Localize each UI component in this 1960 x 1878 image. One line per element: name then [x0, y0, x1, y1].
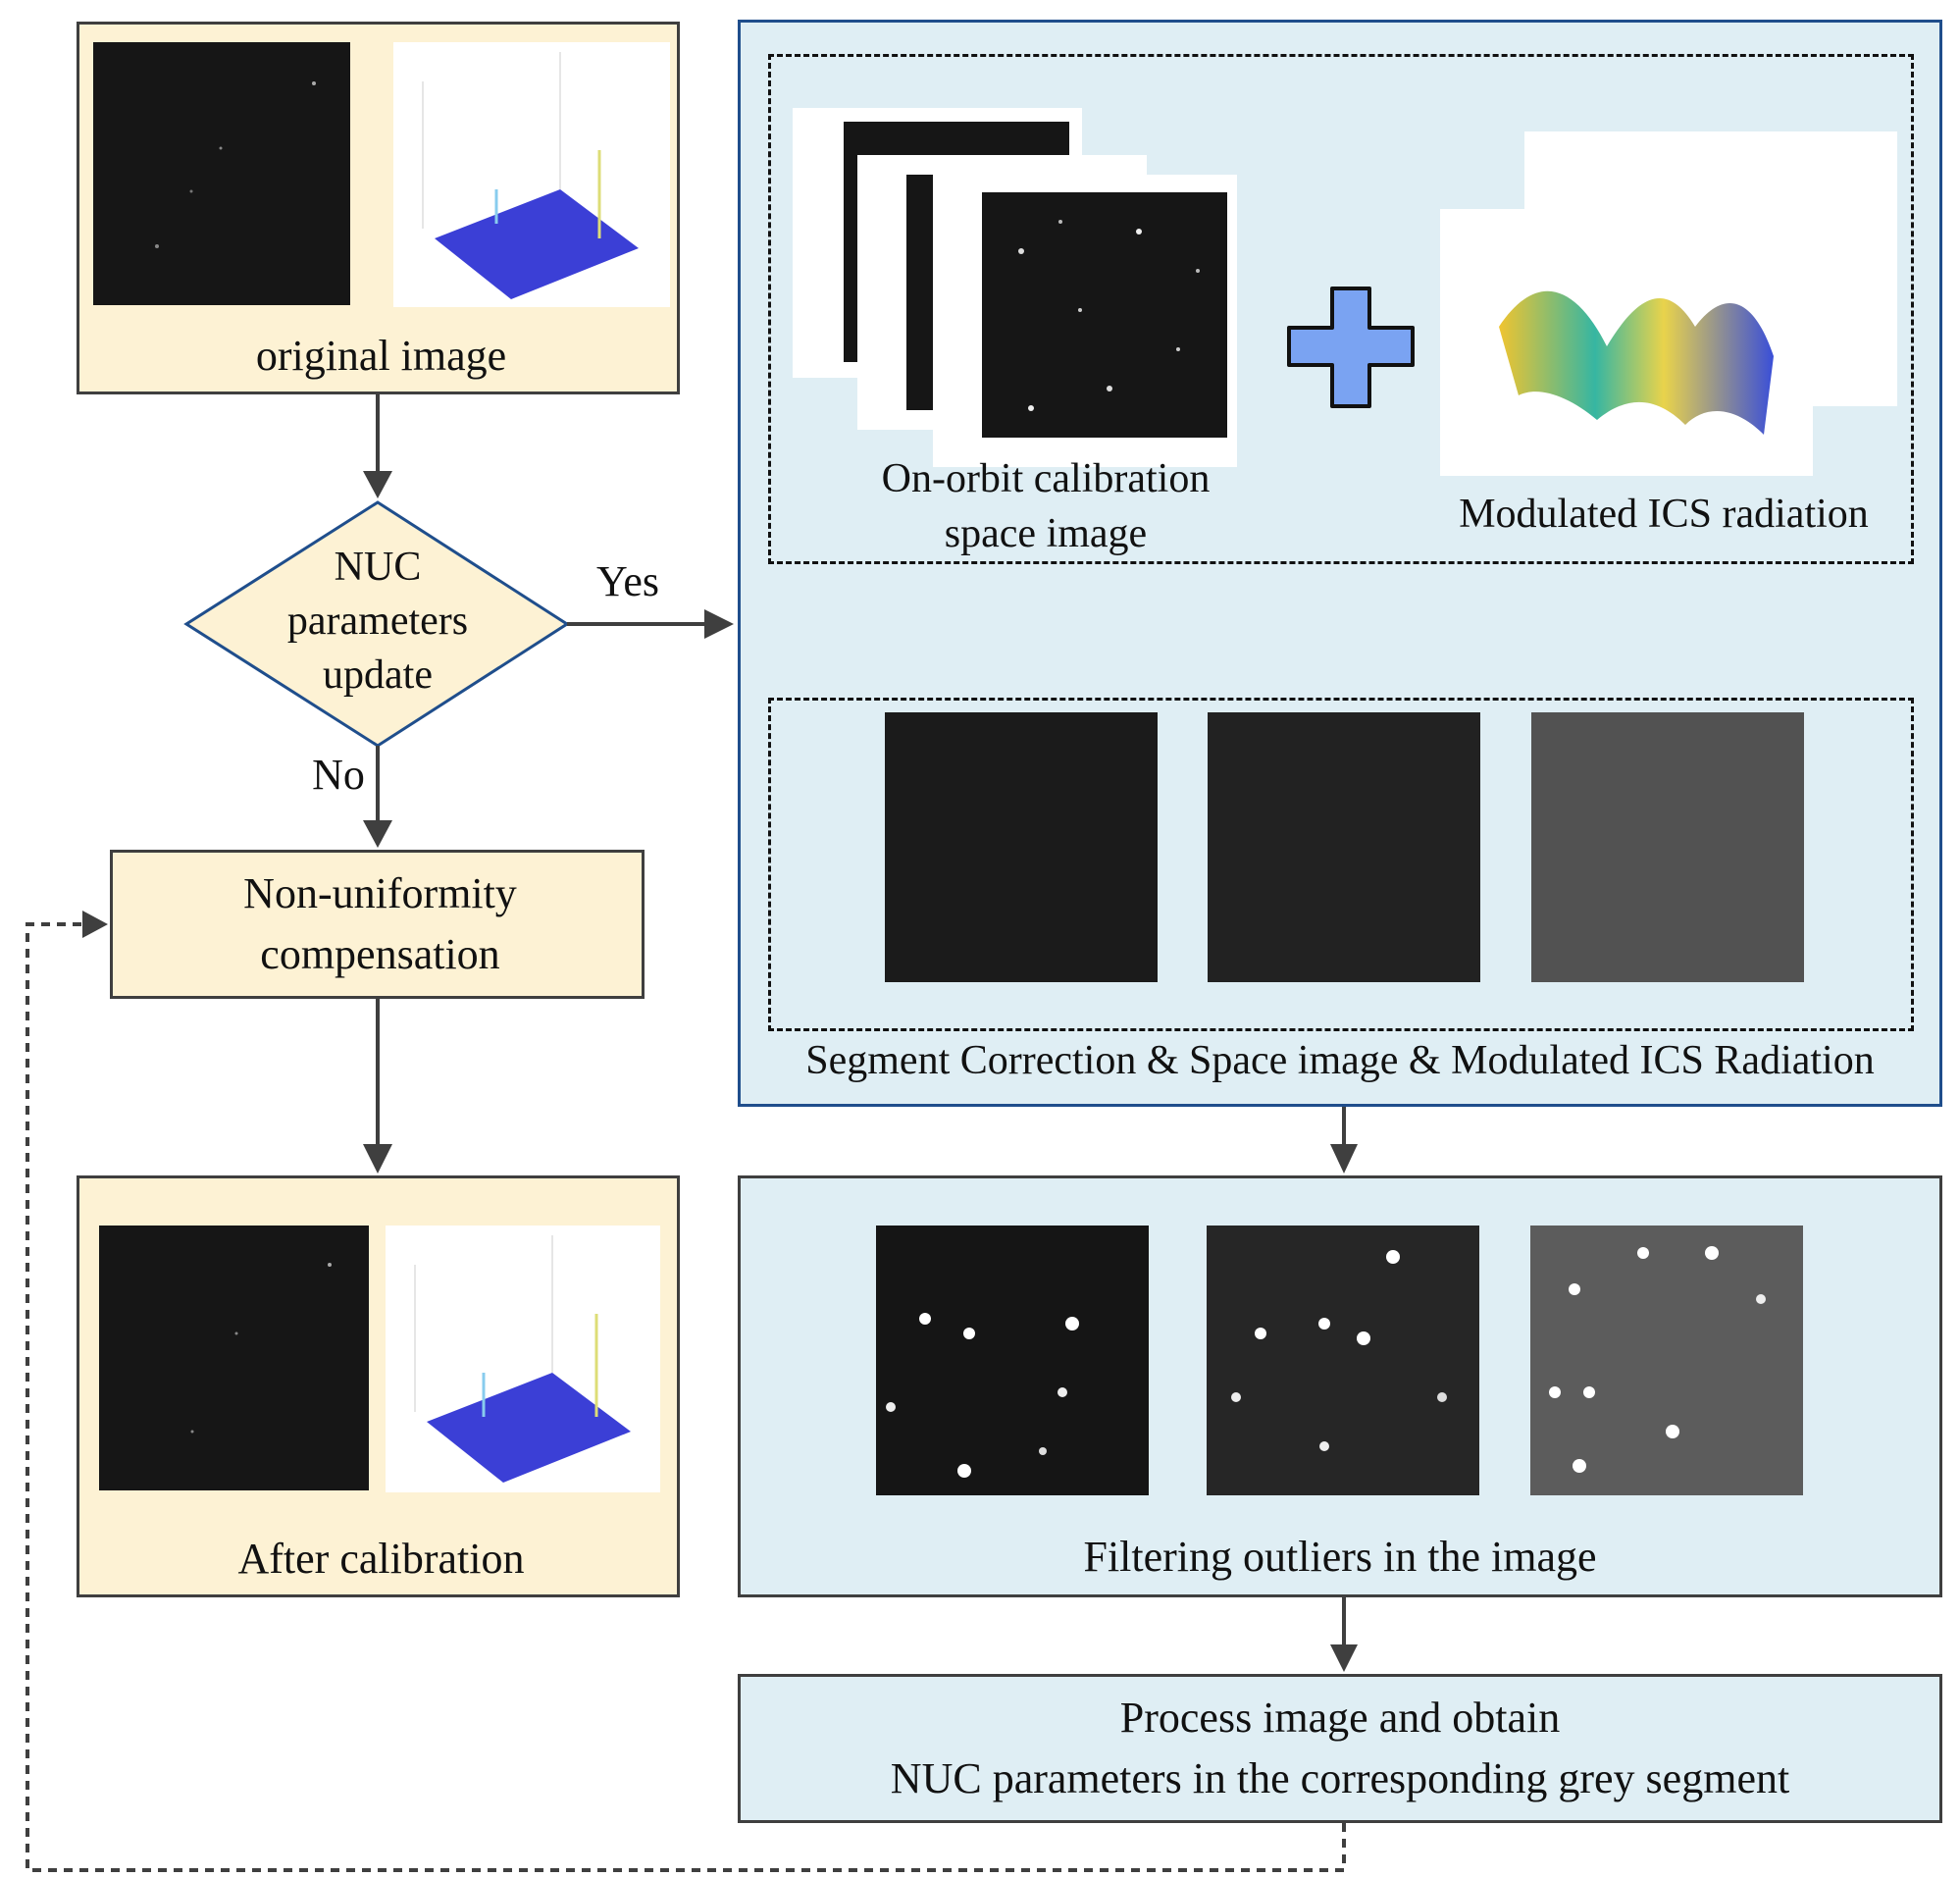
nuc-compensation-box: Non-uniformity compensation	[110, 850, 645, 999]
decision-label-line3: update	[323, 652, 433, 698]
nuc-compensation-line2: compensation	[260, 930, 500, 978]
no-label: No	[312, 751, 365, 799]
segment-group-dashed	[768, 698, 1914, 1031]
process-line2: NUC parameters in the corresponding grey…	[890, 1754, 1790, 1802]
nuc-compensation-line1: Non-uniformity	[243, 869, 517, 917]
space-image-stack-front	[933, 175, 1237, 467]
filtering-box: Filtering outliers in the image	[738, 1175, 1942, 1597]
original-image-box: original image	[77, 22, 680, 394]
segment-result-2	[1208, 712, 1480, 982]
calibration-panel: On-orbit calibration space image Modulat…	[738, 20, 1942, 1107]
space-image-label-line2: space image	[944, 511, 1148, 556]
filtered-image-1	[876, 1226, 1149, 1495]
space-image-label-line1: On-orbit calibration	[881, 456, 1211, 501]
filtering-label: Filtering outliers in the image	[1083, 1533, 1597, 1581]
filtered-image-2	[1207, 1226, 1479, 1495]
segment-label: Segment Correction & Space image & Modul…	[805, 1038, 1875, 1083]
ics-surface-plot-front	[1440, 209, 1813, 476]
input-group-dashed: On-orbit calibration space image Modulat…	[768, 54, 1914, 564]
segment-result-1	[885, 712, 1158, 982]
after-dark-frame	[99, 1226, 369, 1490]
after-3d-surface-plot	[386, 1226, 660, 1492]
star-dots	[155, 81, 316, 248]
original-dark-frame	[93, 42, 350, 305]
decision-label-line2: parameters	[286, 599, 469, 644]
filtered-image-3	[1530, 1226, 1803, 1495]
after-calibration-label: After calibration	[237, 1535, 525, 1583]
original-3d-surface-plot	[393, 42, 670, 307]
after-calibration-box: After calibration	[77, 1175, 680, 1597]
yes-label: Yes	[595, 557, 660, 605]
process-box: Process image and obtain NUC parameters …	[738, 1674, 1942, 1823]
segment-result-3	[1531, 712, 1804, 982]
plus-icon	[1287, 287, 1415, 408]
process-line1: Process image and obtain	[1119, 1694, 1561, 1742]
decision-label-line1: NUC	[334, 545, 422, 590]
original-image-label: original image	[255, 332, 507, 380]
ics-label: Modulated ICS radiation	[1459, 492, 1869, 537]
